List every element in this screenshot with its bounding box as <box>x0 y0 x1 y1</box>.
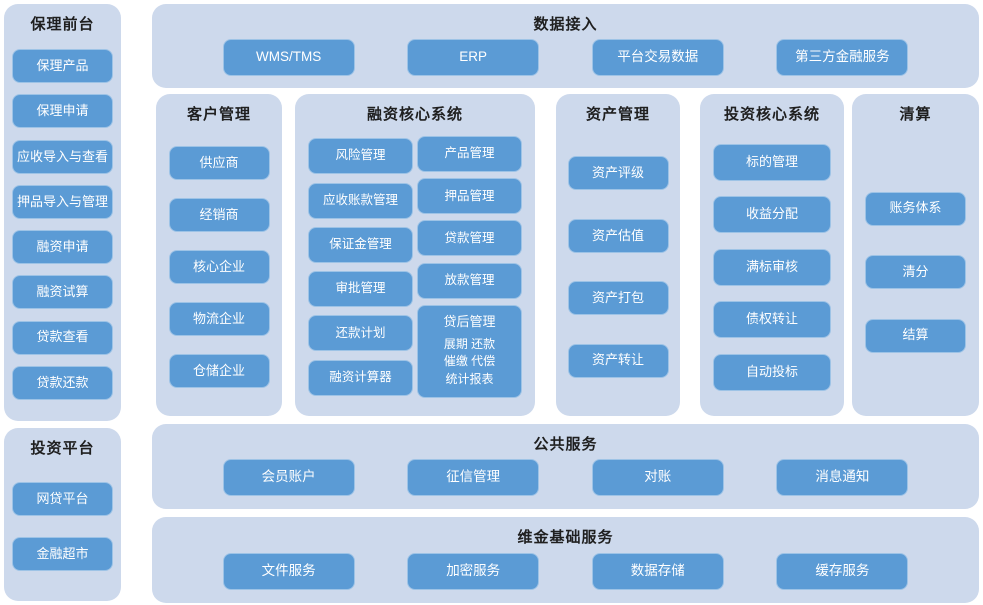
module-button: 经销商 <box>168 198 270 232</box>
module-button: 融资申请 <box>12 230 113 265</box>
module-button: 金融超市 <box>12 536 113 571</box>
panel-customer-mgmt: 客户管理 供应商 经销商 核心企业 物流企业 仓储企业 <box>156 94 282 416</box>
panel-investment-core: 投资核心系统 标的管理 收益分配 满标审核 债权转让 自动投标 <box>700 94 844 416</box>
module-button: 资产打包 <box>567 281 669 316</box>
panel-title-public-services: 公共服务 <box>533 436 598 453</box>
module-button: 押品导入与管理 <box>12 184 113 219</box>
module-button: 平台交易数据 <box>591 38 724 76</box>
module-button: 数据存储 <box>591 552 724 590</box>
module-button: 满标审核 <box>713 248 831 286</box>
clearing-items: 账务体系 清分 结算 <box>852 124 979 416</box>
factoring-front-items: 保理产品 保理申请 应收导入与查看 押品导入与管理 融资申请 融资试算 贷款查看… <box>4 34 121 421</box>
panel-title-investment-core: 投资核心系统 <box>723 106 820 123</box>
module-button: 资产转让 <box>567 343 669 378</box>
module-button: 加密服务 <box>407 552 540 590</box>
panel-asset-mgmt: 资产管理 资产评级 资产估值 资产打包 资产转让 <box>556 94 680 416</box>
module-button: 核心企业 <box>168 250 270 284</box>
module-button: 征信管理 <box>407 459 540 496</box>
panel-investment-platform: 投资平台 网贷平台 金融超市 <box>4 428 121 601</box>
module-button: 保理产品 <box>12 49 113 84</box>
module-button: 仓储企业 <box>168 354 270 388</box>
module-button: 放款管理 <box>417 262 522 299</box>
module-button: 收益分配 <box>713 196 831 233</box>
panel-factoring-front: 保理前台 保理产品 保理申请 应收导入与查看 押品导入与管理 融资申请 融资试算… <box>4 4 121 421</box>
asset-mgmt-items: 资产评级 资产估值 资产打包 资产转让 <box>556 124 680 416</box>
panel-title-factoring-front: 保理前台 <box>30 16 95 33</box>
panel-title-asset-mgmt: 资产管理 <box>585 106 650 123</box>
panel-title-clearing: 清算 <box>899 106 932 123</box>
data-access-items: WMS/TMS ERP 平台交易数据 第三方金融服务 <box>152 34 979 88</box>
panel-data-access: 数据接入 WMS/TMS ERP 平台交易数据 第三方金融服务 <box>152 4 979 88</box>
module-button: 押品管理 <box>417 178 522 215</box>
module-button: 第三方金融服务 <box>776 38 909 76</box>
module-button: 产品管理 <box>417 136 522 173</box>
module-button: 贷款查看 <box>12 320 113 355</box>
post-loan-management-box: 贷后管理 展期 还款 催缴 代偿 统计报表 <box>417 304 522 398</box>
module-button: WMS/TMS <box>222 38 355 76</box>
public-services-items: 会员账户 征信管理 对账 消息通知 <box>152 454 979 509</box>
module-button: 保理申请 <box>12 94 113 129</box>
panel-clearing: 清算 账务体系 清分 结算 <box>852 94 979 416</box>
module-button: 风险管理 <box>308 138 413 175</box>
module-button: 还款计划 <box>308 315 413 352</box>
module-button: 资产评级 <box>567 156 669 191</box>
module-button: 消息通知 <box>776 459 909 496</box>
panel-title-financing-core: 融资核心系统 <box>366 106 463 123</box>
panel-public-services: 公共服务 会员账户 征信管理 对账 消息通知 <box>152 424 979 509</box>
module-button: 自动投标 <box>713 353 831 391</box>
panel-financing-core: 融资核心系统 风险管理 应收账款管理 保证金管理 审批管理 还款计划 融资计算器… <box>295 94 535 416</box>
module-button: 贷款还款 <box>12 365 113 400</box>
module-button: 账务体系 <box>865 191 966 226</box>
post-loan-detail: 展期 还款 催缴 代偿 统计报表 <box>443 337 496 386</box>
panel-title-weijin-base: 维金基础服务 <box>517 529 614 546</box>
weijin-base-items: 文件服务 加密服务 数据存储 缓存服务 <box>152 547 979 603</box>
module-button: ERP <box>407 38 540 76</box>
module-button: 审批管理 <box>308 271 413 308</box>
post-loan-title: 贷后管理 <box>443 313 496 329</box>
module-button: 融资计算器 <box>308 359 413 396</box>
module-button: 网贷平台 <box>12 482 113 517</box>
module-button: 贷款管理 <box>417 220 522 257</box>
financing-core-right-column: 产品管理 押品管理 贷款管理 放款管理 贷后管理 展期 还款 催缴 代偿 统计报… <box>416 130 523 404</box>
financing-core-items: 风险管理 应收账款管理 保证金管理 审批管理 还款计划 融资计算器 产品管理 押… <box>295 124 535 416</box>
module-button: 对账 <box>591 459 724 496</box>
module-button: 物流企业 <box>168 302 270 336</box>
investment-core-items: 标的管理 收益分配 满标审核 债权转让 自动投标 <box>700 124 844 416</box>
module-button: 缓存服务 <box>776 552 909 590</box>
module-button: 文件服务 <box>222 552 355 590</box>
panel-title-data-access: 数据接入 <box>533 16 598 33</box>
investment-platform-items: 网贷平台 金融超市 <box>4 458 121 601</box>
module-button: 债权转让 <box>713 301 831 338</box>
module-button: 结算 <box>865 318 966 353</box>
module-button: 应收导入与查看 <box>12 139 113 174</box>
module-button: 会员账户 <box>222 459 355 496</box>
panel-title-investment-platform: 投资平台 <box>30 440 95 457</box>
module-button: 标的管理 <box>713 143 831 181</box>
module-button: 保证金管理 <box>308 226 413 263</box>
module-button: 清分 <box>865 255 966 289</box>
module-button: 应收账款管理 <box>308 182 413 219</box>
module-button: 融资试算 <box>12 275 113 310</box>
customer-mgmt-items: 供应商 经销商 核心企业 物流企业 仓储企业 <box>156 124 282 416</box>
panel-weijin-base: 维金基础服务 文件服务 加密服务 数据存储 缓存服务 <box>152 517 979 603</box>
module-button: 资产估值 <box>567 218 669 253</box>
panel-title-customer-mgmt: 客户管理 <box>186 106 251 123</box>
financing-core-left-column: 风险管理 应收账款管理 保证金管理 审批管理 还款计划 融资计算器 <box>307 130 414 404</box>
module-button: 供应商 <box>168 146 270 180</box>
